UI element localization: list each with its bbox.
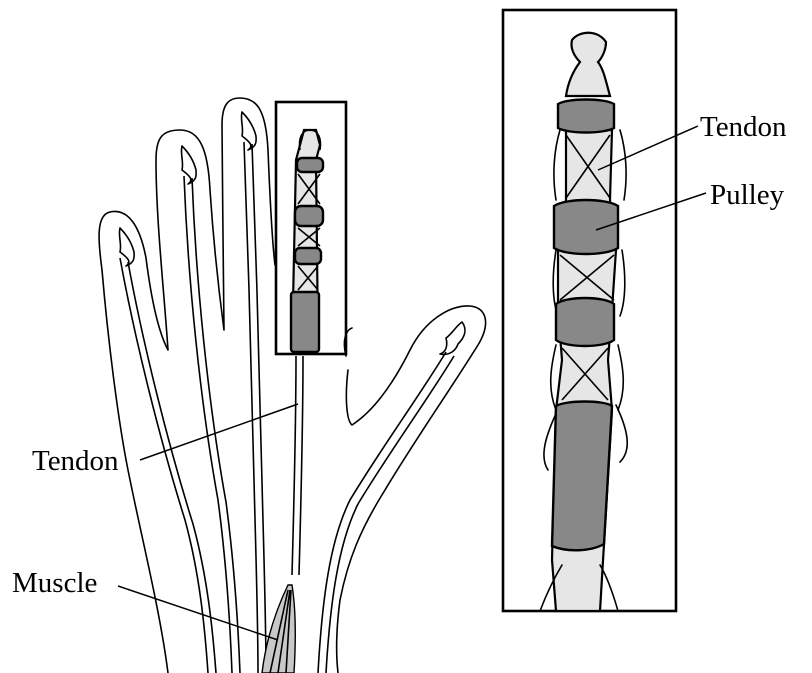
thumb-tip — [440, 322, 465, 354]
detail-fingertip — [566, 33, 610, 96]
little-finger-tip — [119, 228, 134, 266]
label-tendon-detail: Tendon — [700, 111, 787, 143]
leader-tendon-hand — [140, 404, 298, 460]
label-muscle: Muscle — [12, 567, 97, 599]
tendon-boxed-finger-inner — [299, 356, 303, 575]
tendon-thumb-inner — [326, 356, 454, 673]
detail-pulley-2 — [554, 200, 618, 254]
inset-finger-small — [291, 130, 323, 352]
hand-illustration: Tendon Muscle — [12, 98, 486, 673]
detail-pulley-4 — [552, 402, 612, 551]
tendon-little-finger — [120, 258, 208, 673]
tendon-boxed-finger — [292, 356, 296, 575]
leader-muscle — [118, 586, 278, 640]
label-tendon-hand: Tendon — [32, 445, 119, 477]
finger-detail-inset: Tendon Pulley — [503, 10, 787, 611]
detail-pulley-1 — [558, 100, 614, 133]
tendon-ring-finger-inner — [192, 178, 240, 673]
detail-pulley-3 — [556, 298, 614, 346]
label-pulley: Pulley — [710, 179, 785, 211]
tendon-middle-finger — [244, 142, 258, 673]
tendon-middle-finger-inner — [252, 144, 266, 673]
